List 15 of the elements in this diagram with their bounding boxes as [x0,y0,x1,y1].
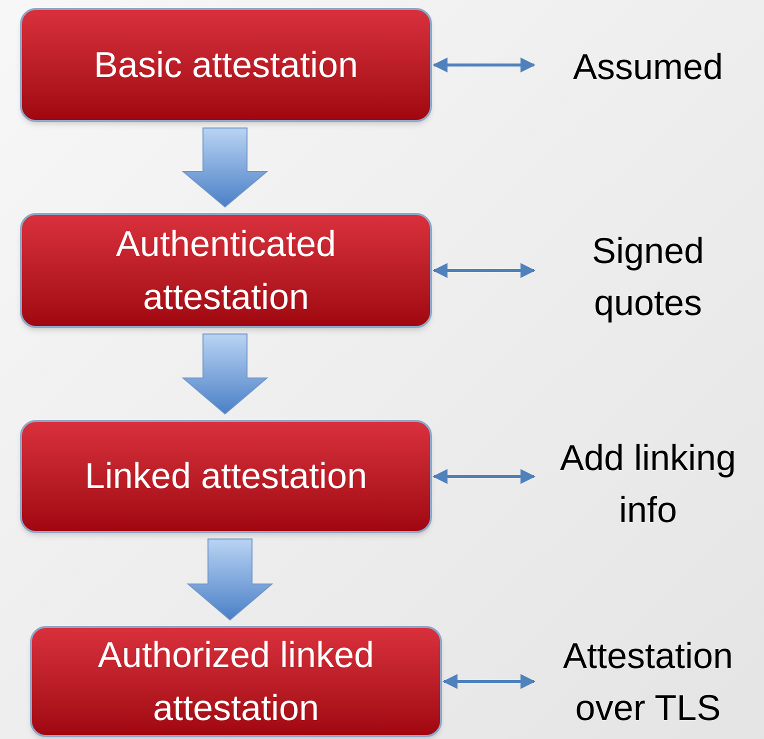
block-arrow [182,128,268,208]
step-box: Basic attestation [20,8,432,122]
double-arrow [432,263,536,278]
block-arrow [182,334,268,415]
step-box: Authenticated attestation [20,213,432,328]
note-text: Add linking info [536,426,760,542]
note-text: Assumed [536,40,760,95]
double-arrow [442,674,536,689]
double-arrow [432,469,536,484]
note-text: Attestation over TLS [536,626,760,738]
block-arrow [186,538,274,621]
note-text: Signed quotes [536,222,760,332]
double-arrow [432,58,536,72]
step-box: Linked attestation [20,420,432,533]
step-box: Authorized linked attestation [30,626,442,737]
